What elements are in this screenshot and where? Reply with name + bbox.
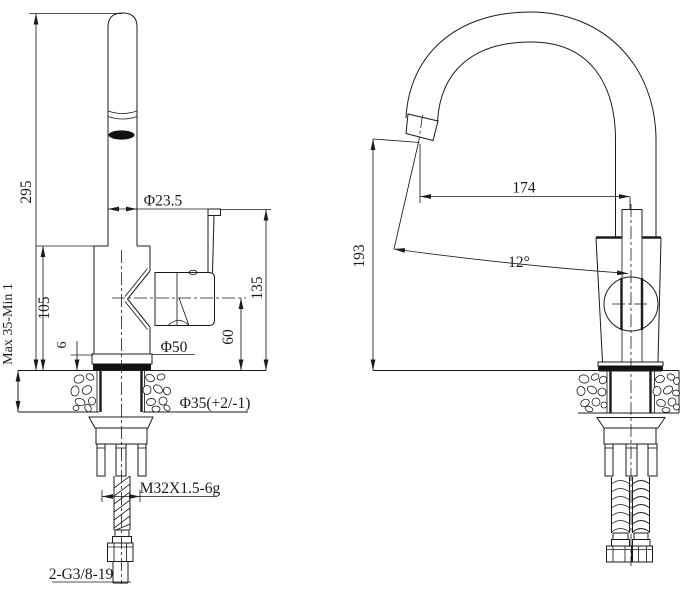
spout-collar-side [621,209,643,238]
body-joint-chevron-inner [124,268,148,330]
handle-lever [207,208,221,273]
braided-hose-front [113,476,131,530]
mount-cone-front [88,416,154,429]
hose-nut-front [107,542,134,562]
spout-tip-cap [405,113,439,142]
hose-end-pipe [112,561,129,584]
shank-front [99,370,143,412]
side-view-dimensions: 193 174 12° [351,138,631,371]
valve-housing [154,272,215,326]
aerator-outlet [108,130,135,140]
braided-hose-hatch [113,475,131,531]
front-view-dimensions: 295 105 Max 35-Min 1 6 Φ23.5 135 60 Φ50 … [1,13,271,583]
front-view [17,12,266,584]
mount-prongs-front [96,443,147,477]
counter-hatch-front [70,373,172,413]
mount-prongs-side [604,443,658,477]
faucet-body-front [93,245,151,354]
spout-tip-axis [418,114,423,141]
counter-hatch-side [576,373,680,413]
dim-handle-height: 135 [249,276,266,300]
base-flange [91,353,153,365]
dim-deck-thickness: Max 35-Min 1 [1,283,16,365]
dim-shank-thread: M32X1.5-6g [140,480,221,497]
gooseneck-outer [405,11,657,238]
dim-spout-dia: Φ23.5 [144,193,183,210]
gooseneck-inner [437,41,616,238]
body-side-edges [595,237,662,363]
cartridge-lines [621,237,643,362]
mount-cone-side [596,417,666,429]
hose-collar-1 [114,529,130,537]
aerator-band [107,110,138,120]
dim-spout-axis-height: 60 [220,329,237,345]
base-flange-side [597,361,664,367]
spout-tube-front [107,12,138,246]
dim-hole-dia: Φ35(+2/-1) [180,395,251,412]
body-joint-chevron [126,270,151,328]
dim-inlet-thread: 2-G3/8-19 [49,566,114,583]
spout-axis-extension [393,139,420,250]
supply-hoses [606,477,653,563]
dim-gasket: 6 [55,342,70,349]
dim-overall-height: 295 [18,180,35,204]
hose-collar-2 [112,536,132,544]
base-gasket [93,364,151,371]
dim-body-height: 105 [36,296,53,320]
countertop-side [373,370,680,414]
dim-reach: 174 [512,180,536,197]
dim-tip-height: 193 [351,244,368,268]
valve-housing-lines [167,272,190,326]
housing-pin [188,269,198,276]
hole-edges-front [96,370,145,412]
shank-side [609,370,652,413]
dim-tilt-angle: 12° [508,254,530,271]
mount-block-side [603,427,657,445]
side-view [373,11,680,566]
dim-base-dia: Φ50 [161,339,188,356]
